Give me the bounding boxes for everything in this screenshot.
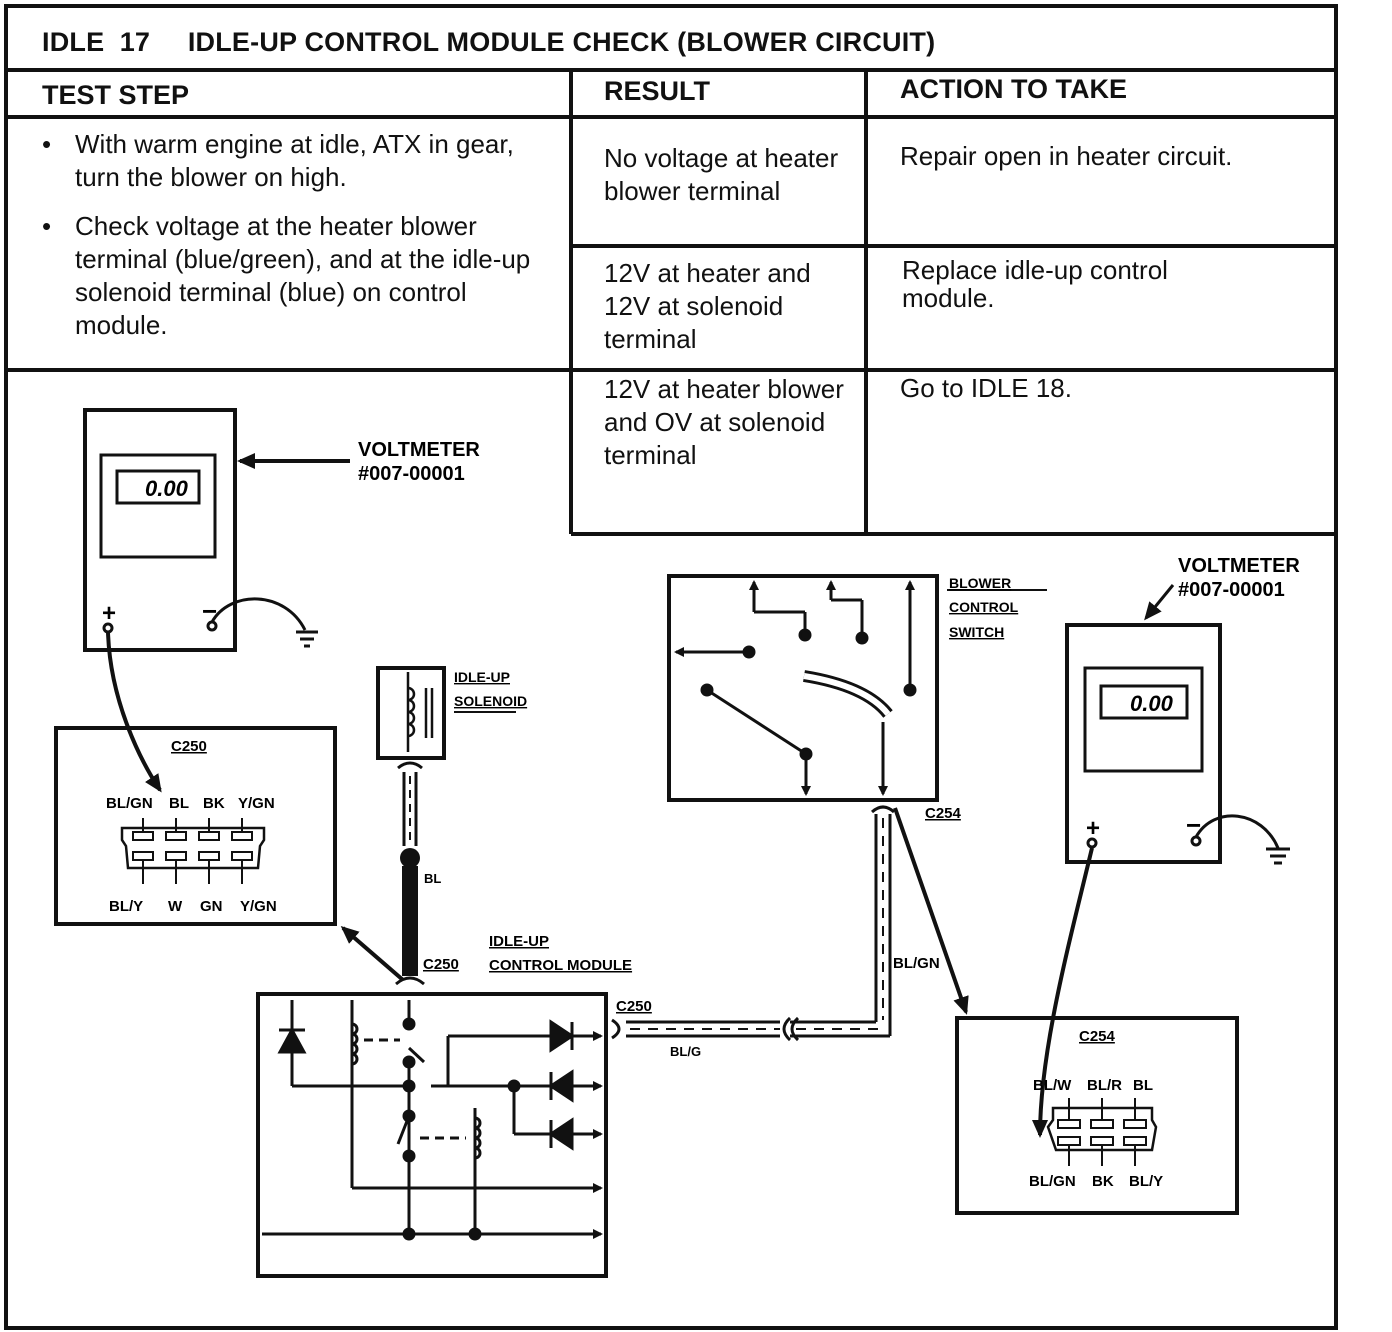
solenoid-wire	[340, 761, 425, 986]
result-1: No voltage at heater blower terminal	[604, 143, 839, 206]
c254-pin: BK	[1092, 1173, 1114, 1190]
blower-control-switch	[667, 574, 1047, 802]
header-result: RESULT	[604, 76, 710, 106]
c250-pin: BK	[203, 795, 225, 812]
header-test-step: TEST STEP	[42, 80, 190, 110]
voltmeter-right-part: #007-00001	[1178, 579, 1285, 601]
wire-label-c254: C254	[925, 805, 962, 822]
c254-box-label: C254	[1079, 1028, 1116, 1045]
wire-label-blg: BL/G	[670, 1044, 701, 1059]
test-step-1: • With warm engine at idle, ATX in gear,…	[42, 128, 542, 194]
voltmeter-left-label: VOLTMETER	[358, 439, 480, 461]
c250-pin: BL	[169, 795, 189, 812]
voltmeter-right-label: VOLTMETER	[1178, 555, 1300, 577]
voltmeter-left-plus: +	[102, 600, 116, 627]
c254-pin: BL/Y	[1129, 1173, 1163, 1190]
voltmeter-right-display: 0.00	[1130, 691, 1174, 716]
idle-up-solenoid	[376, 666, 516, 760]
test-step-1-text: With warm engine at idle, ATX in gear, t…	[75, 129, 514, 192]
voltmeter-left-part: #007-00001	[358, 463, 465, 485]
c254-pin: BL/GN	[1029, 1173, 1076, 1190]
c254-pin: BL/W	[1033, 1077, 1072, 1094]
voltmeter-right	[1032, 584, 1290, 1138]
voltmeter-right-minus: −	[1186, 810, 1201, 840]
wire-label-blgn: BL/GN	[893, 955, 940, 972]
wire-label-bl: BL	[424, 871, 441, 886]
c250-pin: BL/GN	[106, 795, 153, 812]
voltmeter-left	[83, 408, 350, 793]
title-code: IDLE 17	[42, 27, 151, 57]
solenoid-label-line2: SOLENOID	[454, 693, 527, 709]
title-text: IDLE-UP CONTROL MODULE CHECK (BLOWER CIR…	[187, 27, 936, 57]
test-step-2: • Check voltage at the heater blower ter…	[42, 210, 547, 342]
c250-pin: Y/GN	[240, 898, 277, 915]
test-step-2-text: Check voltage at the heater blower termi…	[75, 211, 531, 340]
page-title: IDLE 17 IDLE-UP CONTROL MODULE CHECK (BL…	[42, 27, 935, 58]
blower-wire	[611, 805, 969, 1042]
switch-label-line1: BLOWER	[949, 575, 1011, 591]
voltmeter-right-plus: +	[1086, 815, 1100, 842]
wire-label-c250-top: C250	[423, 956, 459, 973]
idle-up-control-module	[256, 992, 608, 1278]
bullet: •	[42, 211, 52, 241]
result-3: 12V at heater blower and OV at solenoid …	[604, 374, 844, 470]
module-label-line2: CONTROL MODULE	[489, 957, 632, 974]
module-label-line1: IDLE-UP	[489, 933, 549, 950]
voltmeter-left-display: 0.00	[145, 476, 189, 501]
c250-pin: W	[168, 898, 183, 915]
solenoid-label-line1: IDLE-UP	[454, 669, 510, 685]
c250-pin: Y/GN	[238, 795, 275, 812]
c254-connector-box	[955, 1016, 1239, 1215]
result-2: 12V at heater and 12V at solenoid termin…	[604, 258, 811, 354]
c250-box-label: C250	[171, 738, 207, 755]
header-action: ACTION TO TAKE	[900, 74, 1127, 104]
action-3: Go to IDLE 18.	[900, 373, 1072, 403]
switch-label-line3: SWITCH	[949, 624, 1004, 640]
c254-pin: BL	[1133, 1077, 1153, 1094]
c254-pin: BL/R	[1087, 1077, 1122, 1094]
voltmeter-left-minus: −	[202, 596, 217, 626]
action-1: Repair open in heater circuit.	[900, 141, 1233, 171]
action-2: Replace idle-up control module.	[902, 255, 1168, 313]
c250-pin: GN	[200, 898, 223, 915]
bullet: •	[42, 129, 52, 159]
c250-pin: BL/Y	[109, 898, 143, 915]
wire-label-c250-side: C250	[616, 998, 652, 1015]
c250-connector-box	[54, 726, 337, 926]
switch-label-line2: CONTROL	[949, 599, 1019, 615]
